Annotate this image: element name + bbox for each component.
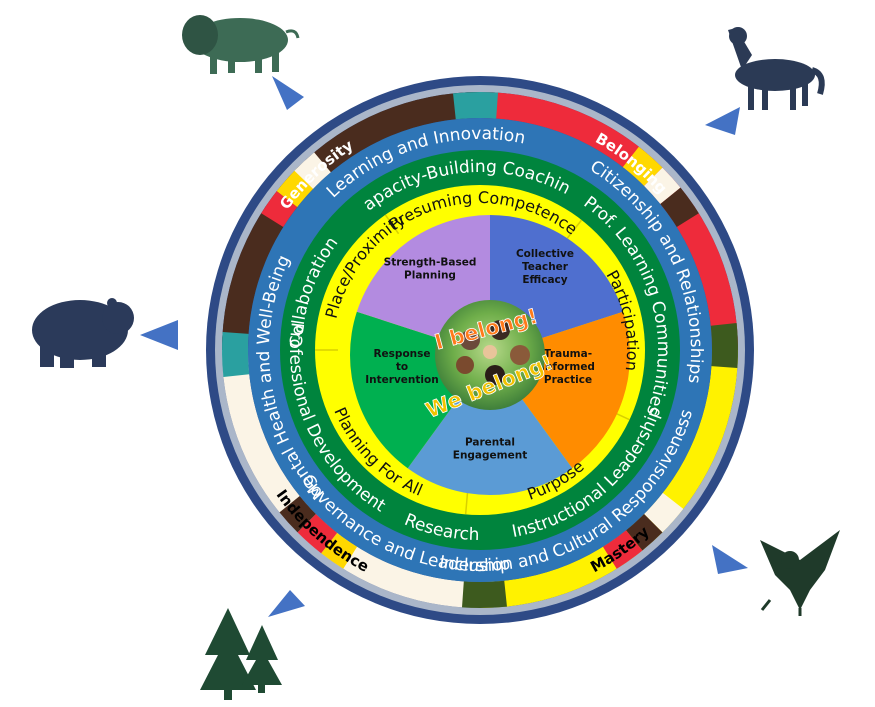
quadrant-accent xyxy=(279,496,316,533)
quadrant-accent xyxy=(602,530,643,569)
arrow-wolf xyxy=(705,107,740,135)
bison-icon xyxy=(182,15,300,74)
pentagon-label: Teacher xyxy=(522,261,569,273)
quadrant-accent xyxy=(294,152,331,189)
pentagon-label: Trauma- xyxy=(544,348,592,360)
quadrant-accent xyxy=(626,514,663,551)
quadrant-accent xyxy=(660,187,699,228)
pentagon-label: to xyxy=(396,361,408,373)
pentagon-sector xyxy=(407,355,573,496)
quadrant-accent xyxy=(644,492,684,533)
pentagon-label: Efficacy xyxy=(522,274,567,286)
pentagon-label: Parental xyxy=(465,437,515,449)
pentagon-label: Engagement xyxy=(453,450,527,462)
bear-icon xyxy=(32,298,134,368)
wolf-icon xyxy=(728,27,825,110)
direction-arrows xyxy=(140,76,748,617)
quadrant-accent xyxy=(297,514,338,554)
pentagon-label: Informed xyxy=(541,361,595,373)
quadrant-accent xyxy=(453,92,498,120)
pentagon-label: Response xyxy=(373,348,430,360)
quadrant-accent xyxy=(261,191,298,228)
eagle-icon xyxy=(760,530,840,616)
arrow-eagle xyxy=(712,545,748,574)
quadrant-accent xyxy=(462,580,507,608)
pentagon-label: Collective xyxy=(516,248,574,260)
quadrant-accent xyxy=(644,167,681,204)
yellow-ring-divider xyxy=(464,491,469,515)
arrow-bear xyxy=(140,320,178,350)
pentagon-label: Practice xyxy=(544,374,592,386)
center-photo xyxy=(435,300,545,410)
pentagon-label: Planning xyxy=(404,270,456,282)
arrow-trees xyxy=(268,590,305,617)
quadrant-accent xyxy=(622,146,663,186)
quadrant-accent xyxy=(222,332,250,377)
quadrant-accent xyxy=(321,532,358,569)
pentagon-label: Intervention xyxy=(365,374,438,386)
arrow-bison xyxy=(272,76,304,110)
yellow-ring-divider xyxy=(566,219,583,239)
yellow-ring-divider xyxy=(384,214,400,235)
quadrant-band xyxy=(222,92,739,608)
trees-icon xyxy=(200,608,282,700)
quadrant-accent xyxy=(710,323,739,368)
pentagon-label: Strength-Based xyxy=(384,257,477,269)
